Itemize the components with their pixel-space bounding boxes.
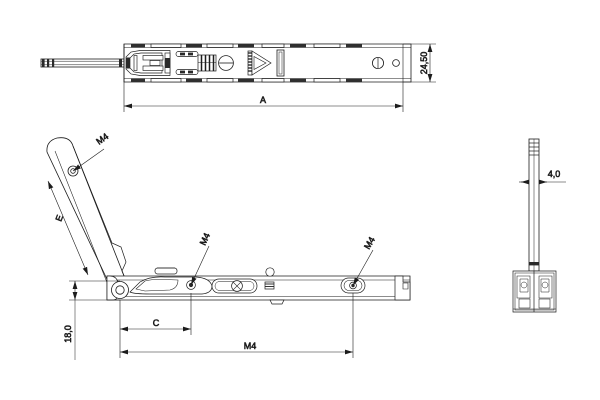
end-view (512, 138, 557, 313)
dimension-40: 4,0 (519, 169, 566, 185)
side-view-pivot-boss (106, 275, 129, 301)
top-view-rect-slot (276, 49, 285, 77)
dimension-a-label: A (260, 95, 266, 105)
dimension-180: 18,0 (63, 280, 120, 360)
dimension-2450: 24,50 (403, 43, 436, 83)
dimension-c-label: C (153, 318, 160, 328)
dimension-40-label: 4,0 (548, 169, 561, 179)
end-view-dimensions: 4,0 (519, 169, 566, 185)
top-view-dimensions: A 24,50 (123, 43, 436, 112)
top-view (40, 43, 412, 83)
dimension-m4-span: M4 (119, 293, 354, 358)
side-view-upper-hole (265, 267, 275, 277)
side-view-bottom-tab (269, 299, 285, 305)
top-view-right-end-features (371, 57, 400, 70)
side-view-dimensions: E 18,0 C M4 (47, 180, 354, 360)
end-view-blade (528, 138, 540, 272)
top-view-circular-hole (218, 55, 234, 71)
dimension-e: E (47, 180, 89, 276)
side-view-top-slot (154, 267, 178, 275)
dimension-e-label: E (54, 214, 65, 223)
end-view-base-block (512, 270, 557, 313)
top-view-internal-mechanism (125, 50, 199, 76)
dimension-2450-label: 24,50 (419, 52, 429, 75)
top-view-spring-detail (247, 50, 272, 76)
top-view-hatched-block (197, 54, 217, 72)
dimension-180-label: 18,0 (63, 325, 73, 343)
dimension-m4-span-label: M4 (244, 341, 257, 351)
top-view-edge-tabs (131, 43, 362, 83)
side-view-small-block (264, 281, 275, 290)
dimension-c: C (119, 293, 192, 335)
side-view-oblong-slot (211, 278, 258, 294)
dimension-a: A (123, 82, 404, 112)
top-view-rod (40, 58, 128, 68)
